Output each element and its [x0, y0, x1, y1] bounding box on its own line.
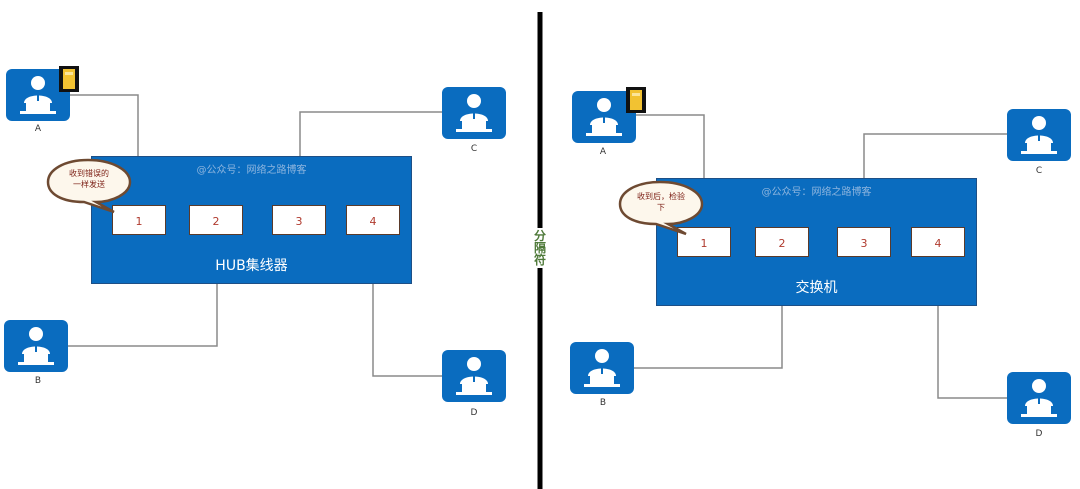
computer-d-right-label: D [1035, 429, 1043, 439]
speech-bubble-icon [618, 180, 704, 236]
hub-label: HUB集线器 [215, 258, 288, 274]
computer-d-left-label: D [470, 408, 478, 418]
folder-file-icon [59, 66, 79, 92]
folder-file-icon [626, 87, 646, 113]
computer-d-right[interactable] [1007, 372, 1071, 424]
user-computer-icon [570, 342, 634, 394]
user-computer-icon [572, 91, 636, 143]
computer-b-right[interactable] [570, 342, 634, 394]
bubble-text-right: 收到后，检验 下 [637, 192, 685, 212]
watermark-left: @公众号：网络之路博客 [196, 165, 307, 176]
user-computer-icon [6, 69, 70, 121]
divider-label: 分隔符 [530, 228, 550, 268]
hub-port-1: 1 [112, 205, 166, 235]
switch-label: 交换机 [795, 280, 838, 296]
user-computer-icon [1007, 372, 1071, 424]
computer-a-left[interactable] [6, 69, 70, 121]
switch-port-4: 4 [911, 227, 965, 257]
computer-b-left-label: B [34, 376, 42, 386]
user-computer-icon [1007, 109, 1071, 161]
user-computer-icon [4, 320, 68, 372]
hub-port-2: 2 [189, 205, 243, 235]
computer-c-right-label: C [1035, 166, 1043, 176]
computer-b-right-label: B [599, 398, 607, 408]
computer-c-left[interactable] [442, 87, 506, 139]
user-computer-icon [442, 350, 506, 402]
computer-a-right[interactable] [572, 91, 636, 143]
computer-c-left-label: C [470, 144, 478, 154]
computer-b-left[interactable] [4, 320, 68, 372]
switch-port-1: 1 [677, 227, 731, 257]
hub-port-4: 4 [346, 205, 400, 235]
switch-port-3: 3 [837, 227, 891, 257]
user-computer-icon [442, 87, 506, 139]
computer-a-right-label: A [599, 147, 607, 157]
speech-bubble-icon [46, 158, 132, 214]
switch-device: @公众号：网络之路博客 1 2 3 4 交换机 [656, 178, 977, 306]
computer-a-left-label: A [34, 124, 42, 134]
computer-d-left[interactable] [442, 350, 506, 402]
watermark-right: @公众号：网络之路博客 [761, 187, 872, 198]
hub-port-3: 3 [272, 205, 326, 235]
bubble-text-left: 收到错误的 一样发送 [69, 169, 109, 189]
switch-port-2: 2 [755, 227, 809, 257]
hub-device: @公众号：网络之路博客 1 2 3 4 HUB集线器 [91, 156, 412, 284]
computer-c-right[interactable] [1007, 109, 1071, 161]
